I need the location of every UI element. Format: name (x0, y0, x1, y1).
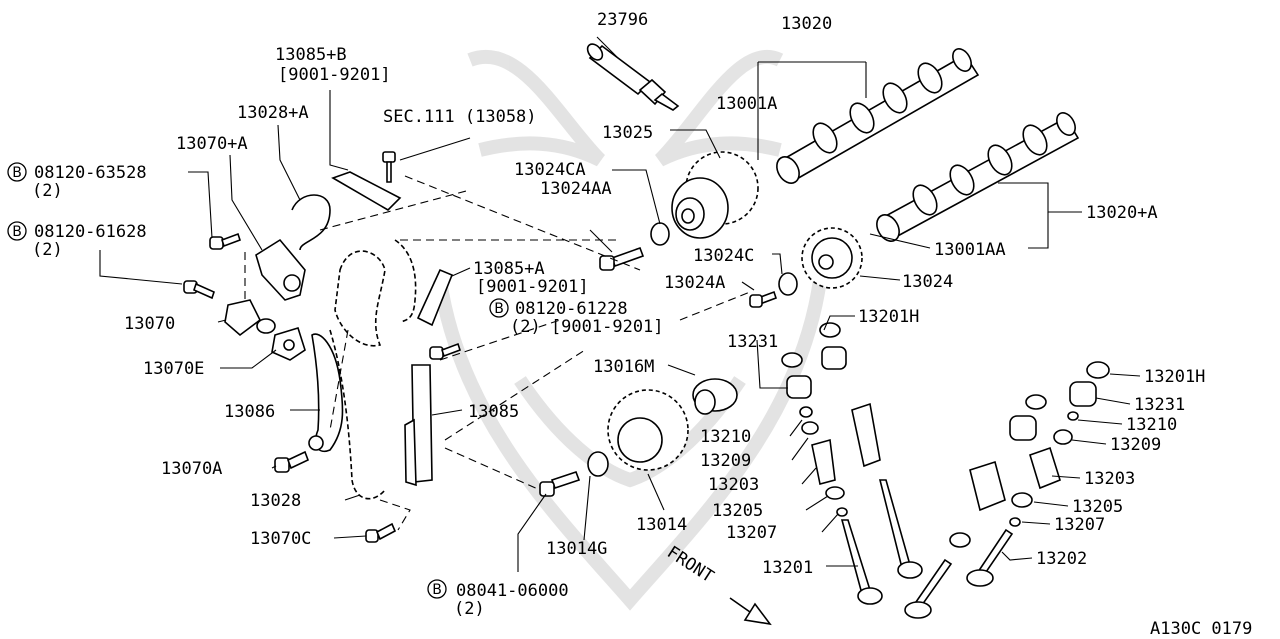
label-bolt-08120-61228-qty: (2) [9001-9201] (510, 317, 664, 337)
camshaft-lower-part (876, 112, 1080, 242)
bolt-sec111-part (382, 151, 396, 183)
label-13016m: 13016M (593, 357, 654, 377)
label-bolt-08120-63528: 08120-63528 (34, 163, 147, 183)
label-bolt-08120-61628: 08120-61628 (34, 222, 147, 242)
assembly-dash-lines (244, 175, 751, 531)
label-13203-right: 13203 (1084, 469, 1135, 489)
diagram-id-label: A130C 0179 (1150, 619, 1252, 639)
bolt-13024aa-part (599, 246, 645, 271)
valve-assembly-center-part (781, 322, 923, 605)
label-13024ca: 13024CA (514, 160, 586, 180)
bolt-08041-part (539, 470, 581, 497)
label-13028: 13028 (250, 491, 301, 511)
label-13231-right: 13231 (1134, 395, 1185, 415)
bolt-marker-1-letter: B (12, 165, 22, 181)
chain-guide-13086-part (308, 333, 344, 452)
bolt-08120-61628-part (183, 280, 215, 300)
timing-chain-lower-part (329, 329, 386, 500)
label-13085b-range: [9001-9201] (278, 65, 391, 85)
label-bolt-08120-61628-qty: (2) (32, 240, 63, 260)
label-13207-right: 13207 (1054, 515, 1105, 535)
leader-lines (99, 36, 1141, 572)
bolt-08120-63528-part (209, 232, 242, 250)
washer-13024c-part (778, 272, 798, 296)
bolt-marker-4: B (427, 579, 447, 599)
label-13020: 13020 (781, 14, 832, 34)
label-13070c: 13070C (250, 529, 311, 549)
bolt-marker-3-letter: B (494, 301, 504, 317)
label-13205-right: 13205 (1072, 497, 1123, 517)
bolt-marker-1: B (7, 162, 27, 182)
bolt-13070c-part (365, 522, 397, 543)
label-bolt-08120-63528-qty: (2) (32, 181, 63, 201)
bolt-marker-3: B (489, 298, 509, 318)
label-13001aa: 13001AA (934, 240, 1006, 260)
label-13209-center: 13209 (700, 451, 751, 471)
washer-13024ca-part (650, 222, 670, 246)
label-13070e: 13070E (143, 359, 204, 379)
bolt-13070a-part (274, 450, 310, 473)
label-13028a: 13028+A (237, 103, 309, 123)
label-13024: 13024 (902, 272, 953, 292)
camshaft-upper-part (776, 48, 980, 184)
label-13070: 13070 (124, 314, 175, 334)
watermark-emblem (433, 50, 827, 611)
label-13024aa: 13024AA (540, 179, 612, 199)
chain-guide-13085-part (404, 364, 433, 487)
crank-sprocket-part (607, 378, 738, 471)
label-sec111: SEC.111 (13058) (383, 107, 537, 127)
timing-chain-upper-part (291, 194, 417, 347)
label-front: FRONT (663, 542, 717, 587)
label-13070a-plus: 13070+A (176, 134, 248, 154)
label-13210-right: 13210 (1126, 415, 1177, 435)
label-13202: 13202 (1036, 549, 1087, 569)
front-direction-arrow (729, 597, 772, 626)
washer-13014g-part (587, 451, 609, 477)
label-13085a: 13085+A (473, 259, 545, 279)
label-13207-center: 13207 (726, 523, 777, 543)
bolt-marker-4-letter: B (432, 582, 442, 598)
label-13014g: 13014G (546, 539, 607, 559)
label-13020a: 13020+A (1086, 203, 1158, 223)
label-bolt-08041-06000: 08041-06000 (456, 581, 569, 601)
bolt-13024a-part (749, 290, 778, 308)
label-13205-center: 13205 (712, 501, 763, 521)
label-13085a-range: [9001-9201] (476, 277, 589, 297)
bolt-marker-2: B (7, 221, 27, 241)
bolt-marker-2-letter: B (12, 224, 22, 240)
label-13024a: 13024A (664, 273, 725, 293)
tensioner-bracket-part (255, 238, 306, 301)
valve-assembly-right-part (904, 361, 1110, 619)
label-13086: 13086 (224, 402, 275, 422)
cover-13085b-part (331, 171, 402, 212)
cam-sensor-part (586, 43, 680, 111)
label-13014: 13014 (636, 515, 687, 535)
label-13085b: 13085+B (275, 45, 347, 65)
label-13024c: 13024C (693, 246, 754, 266)
label-bolt-08120-61228: 08120-61228 (515, 299, 628, 319)
gasket-13070e-part (271, 327, 306, 361)
label-13201: 13201 (762, 558, 813, 578)
tensioner-13070-part (224, 299, 276, 337)
label-13070a: 13070A (161, 459, 222, 479)
bolt-08120-61228-part (429, 342, 462, 360)
label-13085: 13085 (468, 402, 519, 422)
label-13209-right: 13209 (1110, 435, 1161, 455)
label-13210-center: 13210 (700, 427, 751, 447)
cam-sprocket-13025-part (671, 151, 759, 239)
part-labels: 23796 13020 13085+B [9001-9201] 13028+A … (32, 10, 1252, 639)
label-13025: 13025 (602, 123, 653, 143)
chain-guide-13085a-part (416, 268, 454, 327)
label-13201h-center: 13201H (858, 307, 919, 327)
label-13201h-right: 13201H (1144, 367, 1205, 387)
label-13203-center: 13203 (708, 475, 759, 495)
cam-sprocket-13024-part (801, 227, 863, 289)
label-13231-center: 13231 (727, 332, 778, 352)
label-13001a: 13001A (716, 94, 777, 114)
label-bolt-08041-06000-qty: (2) (454, 599, 485, 619)
label-23796: 23796 (597, 10, 648, 30)
